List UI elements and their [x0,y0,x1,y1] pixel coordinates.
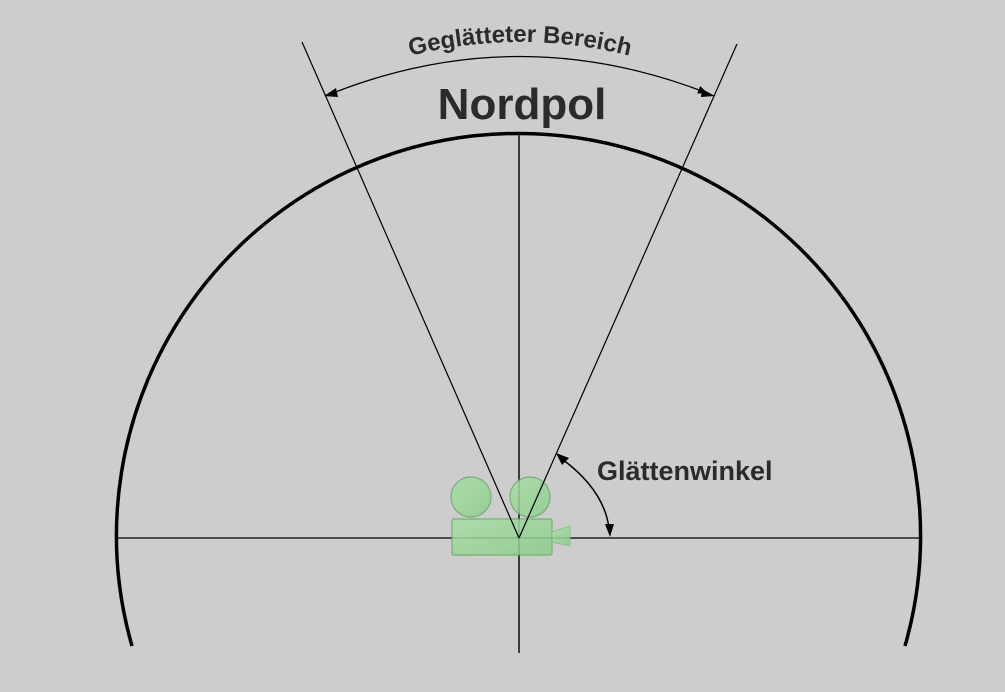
smoothed-region-label: Geglätteter Bereich [406,21,635,62]
smoothing-angle-arc [561,458,610,529]
angle-arrowhead-top-icon [556,453,569,465]
angle-arrowhead-bottom-icon [605,524,614,537]
video-camera-icon [450,476,571,556]
left-boundary-line [301,41,520,539]
arrowhead-right-icon [701,89,715,97]
north-pole-title: Nordpol [438,80,607,129]
right-boundary-line [518,43,738,539]
smoothing-angle-label: Glättenwinkel [597,456,773,486]
arrowhead-left-icon [324,88,338,97]
smoothed-region-dimension-arc [332,55,708,94]
